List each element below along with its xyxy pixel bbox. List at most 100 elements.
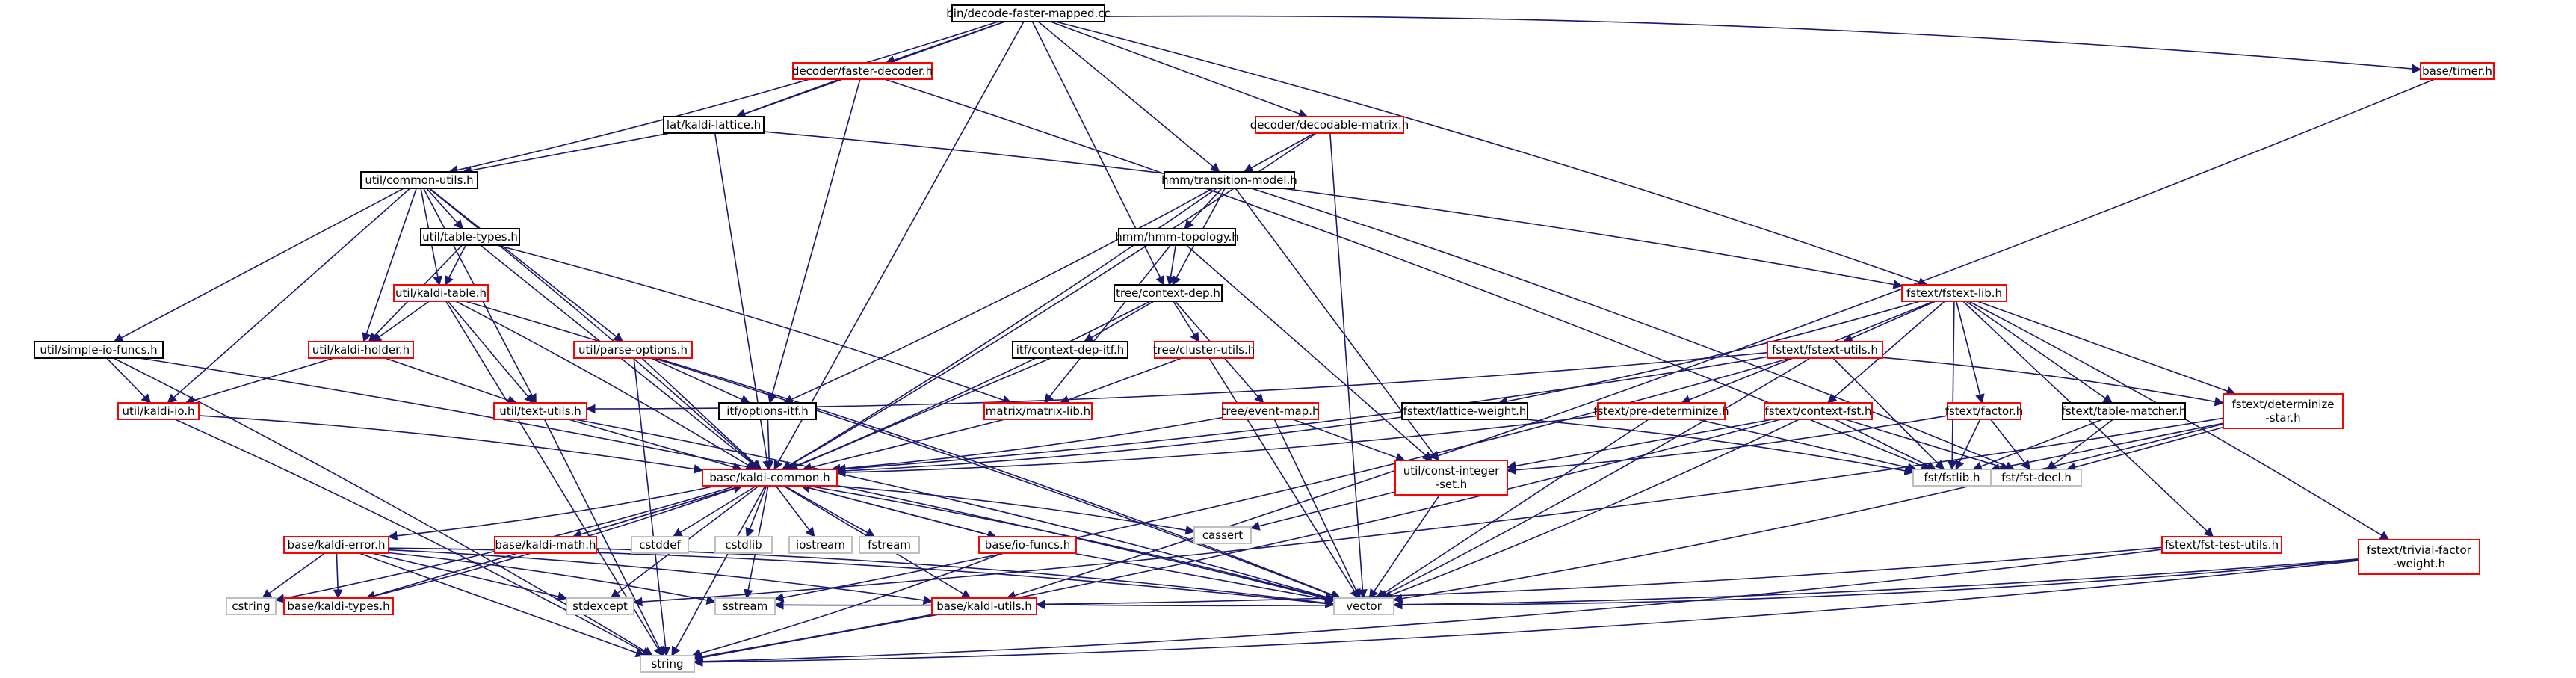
node-box [718,402,817,420]
edge-text_utils-to-kaldi_common [568,419,743,472]
node-simple-io[interactable]: util/simple-io-funcs.h [34,341,164,359]
node-box [1193,526,1252,544]
node-faster-decoder[interactable]: decoder/faster-decoder.h [792,62,933,80]
edge-kaldi_error-to-string [359,552,646,658]
node-kaldi-math[interactable]: base/kaldi-math.h [494,536,597,554]
node-context-dep-itf[interactable]: itf/context-dep-itf.h [1012,341,1128,359]
node-label: itf/context-dep-itf.h [1016,343,1125,357]
edge-const_integer_set-to-cassert [1250,491,1396,531]
node-table-matcher[interactable]: fstext/table-matcher.h [2062,402,2187,420]
node-fst-test-utils[interactable]: fstext/fst-test-utils.h [2161,536,2282,554]
node-kaldi-utils[interactable]: base/kaldi-utils.h [931,597,1037,615]
node-context-fst[interactable]: fstext/context-fst.h [1764,402,1873,420]
node-cassert[interactable]: cassert [1193,526,1252,544]
node-parse-options[interactable]: util/parse-options.h [573,341,693,359]
node-label: stdexcept [572,600,628,613]
node-label: base/kaldi-common.h [709,471,830,484]
node-kaldi-io[interactable]: util/kaldi-io.h [117,402,200,420]
node-kaldi-common[interactable]: base/kaldi-common.h [702,469,838,487]
edge-context_dep-to-context_dep_itf [1083,301,1155,342]
edge-kaldi_lattice-to-kaldi_common [714,132,772,471]
node-common-utils[interactable]: util/common-utils.h [360,171,478,189]
node-kaldi-holder[interactable]: util/kaldi-holder.h [308,341,414,359]
node-box [360,171,478,189]
node-label: itf/options-itf.h [726,404,809,418]
node-box [1255,116,1404,134]
node-trivial-factor[interactable]: fstext/trivial-factor-weight.h [2358,539,2480,575]
node-label: base/kaldi-types.h [287,600,389,613]
edge-decodable_matrix-to-transition_model [1243,132,1315,173]
node-fstlib[interactable]: fst/fstlib.h [1912,469,1992,487]
node-kaldi-types[interactable]: base/kaldi-types.h [283,597,394,615]
node-transition-model[interactable]: hmm/transition-model.h [1161,171,1297,189]
node-root[interactable]: bin/decode-faster-mapped.cc [946,4,1111,22]
node-io-funcs[interactable]: base/io-funcs.h [978,536,1077,554]
edge-kaldi_error-to-cstring [262,552,326,599]
edge-pre_determinize-to-vector [1375,419,1649,599]
node-label: iostream [796,538,845,552]
edge-fstext_utils-to-sstream [773,357,1791,603]
edge-kaldi_holder-to-kaldi_io [185,357,334,405]
node-box [714,597,776,615]
node-kaldi-table[interactable]: util/kaldi-table.h [393,284,489,302]
node-timer[interactable]: base/timer.h [2420,62,2495,80]
node-options-itf[interactable]: itf/options-itf.h [718,402,817,420]
node-label: fstext/table-matcher.h [2062,404,2187,418]
node-determinize-star[interactable]: fstext/determinize-star.h [2223,393,2344,429]
node-label: decoder/decodable-matrix.h [1250,118,1409,132]
node-fst-decl[interactable]: fst/fst-decl.h [1991,469,2082,487]
edge-layer [106,15,2436,668]
node-hmm-topology[interactable]: hmm/hmm-topology.h [1115,228,1239,246]
edge-faster_decoder-to-kaldi_lattice [735,78,840,119]
edge-root-to-transition_model [1037,21,1220,173]
edge-kaldi_io-to-string [174,419,652,656]
node-fstext-lib[interactable]: fstext/fstext-lib.h [1901,284,2007,302]
node-stdexcept[interactable]: stdexcept [566,597,634,615]
node-label: util/kaldi-table.h [395,286,487,300]
node-string[interactable]: string [640,655,695,673]
edge-kaldi_table-to-kaldi_holder [371,301,430,342]
node-box [493,402,587,420]
edge-kaldi_table-to-vector [465,301,1341,600]
node-sstream[interactable]: sstream [714,597,776,615]
node-pre-determinize[interactable]: fstext/pre-determinize.h [1593,402,1729,420]
node-event-map[interactable]: tree/event-map.h [1222,402,1320,420]
node-cluster-utils[interactable]: tree/cluster-utils.h [1153,341,1255,359]
node-box [2062,402,2186,420]
node-cstddef[interactable]: cstddef [631,536,689,554]
node-box [283,536,389,554]
node-iostream[interactable]: iostream [788,536,853,554]
node-cstdlib[interactable]: cstdlib [714,536,773,554]
edge-text_utils-to-string [543,419,664,657]
node-decodable-matrix[interactable]: decoder/decodable-matrix.h [1250,116,1409,134]
node-context-dep[interactable]: tree/context-dep.h [1114,284,1223,302]
node-factor[interactable]: fstext/factor.h [1945,402,2024,420]
node-cstring[interactable]: cstring [226,597,277,615]
node-fstream[interactable]: fstream [859,536,920,554]
node-label: fstream [868,538,911,552]
node-label: fstext/determinize-star.h [2231,398,2334,425]
edge-lattice_weight-to-fstlib [1525,419,1915,476]
edge-kaldi_common-to-string [671,485,766,657]
node-lattice-weight[interactable]: fstext/lattice-weight.h [1401,402,1528,420]
edge-root-to-timer [1104,15,2422,74]
node-const-integer-set[interactable]: util/const-integer-set.h [1394,460,1508,496]
node-box [792,62,933,80]
edge-kaldi_common-to-cassert [834,485,1196,535]
node-kaldi-error[interactable]: base/kaldi-error.h [283,536,389,554]
node-text-utils[interactable]: util/text-utils.h [493,402,587,420]
node-box [1991,469,2082,487]
node-matrix-lib[interactable]: matrix/matrix-lib.h [983,402,1093,420]
node-box [788,536,853,554]
node-box [1767,341,1883,359]
node-label: base/timer.h [2422,64,2492,78]
edge-common_utils-to-simple_io [113,188,404,342]
edge-fst_test_utils-to-string [693,549,2163,667]
node-fstext-utils[interactable]: fstext/fstext-utils.h [1767,341,1883,359]
edge-context_fst-to-fstlib [1834,419,1937,470]
node-kaldi-lattice[interactable]: lat/kaldi-lattice.h [663,116,765,134]
node-vector[interactable]: vector [1333,597,1394,615]
edge-context_dep_itf-to-kaldi_common [788,357,1051,471]
node-box [2161,536,2282,554]
node-table-types[interactable]: util/table-types.h [420,228,520,246]
